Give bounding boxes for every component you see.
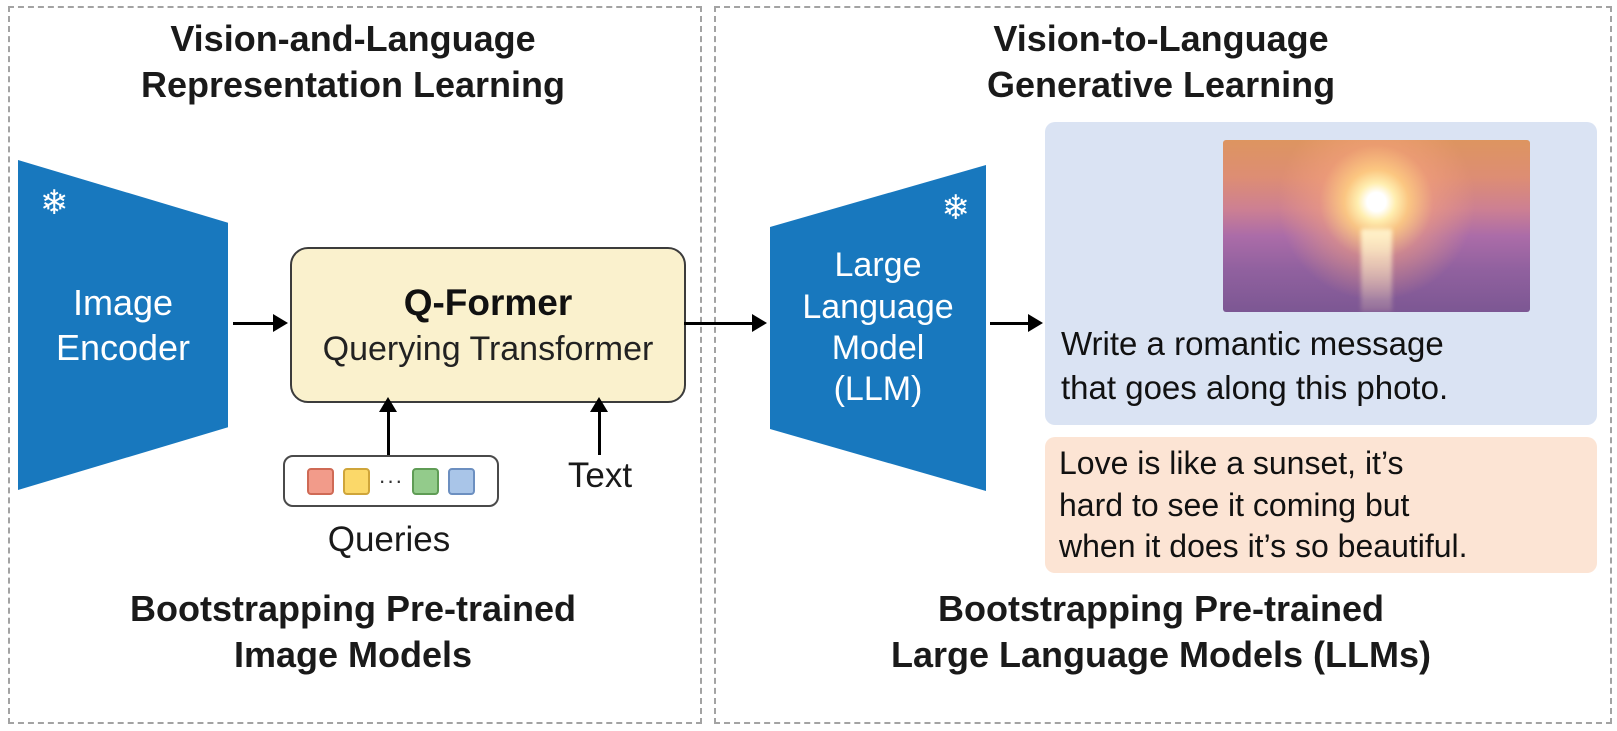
frozen-snowflake-icon: ❄: [40, 184, 69, 222]
sunset-photo: [1223, 140, 1530, 312]
queries-label: Queries: [327, 520, 451, 559]
left-footer-line2: Image Models: [233, 634, 473, 676]
image-encoder-label-line1: Image: [72, 282, 174, 323]
left-footer-line1: Bootstrapping Pre-trained: [129, 588, 577, 629]
qformer-subtitle: Querying Transformer: [322, 329, 654, 368]
image-encoder-label-line2: Encoder: [55, 327, 191, 368]
query-token-green: [412, 467, 440, 495]
prompt-message-box: Write a romantic message that goes along…: [1045, 122, 1597, 425]
frozen-snowflake-icon: ❄: [941, 189, 971, 227]
query-token-blue: [448, 467, 476, 495]
right-footer-line1: Bootstrapping Pre-trained: [937, 588, 1385, 629]
sun-reflection: [1361, 229, 1392, 312]
arrow-qformer-to-llm: [684, 314, 767, 332]
text-input-label: Text: [567, 456, 633, 495]
right-title-line1: Vision-to-Language: [993, 18, 1329, 59]
query-token-yellow: [342, 467, 370, 495]
llm-label: Large Language Model (LLM): [802, 245, 953, 411]
right-footer-line2: Large Language Models (LLMs): [890, 634, 1432, 676]
llm-label-line2: Language: [802, 287, 954, 326]
left-panel-title: Vision-and-Language Representation Learn…: [8, 16, 698, 108]
response-message-box: Love is like a sunset, it’s hard to see …: [1045, 437, 1597, 573]
image-encoder-block: ❄ Image Encoder: [18, 160, 228, 490]
llm-block: ❄ Large Language Model (LLM): [770, 165, 986, 491]
query-tokens: ···: [283, 455, 499, 507]
left-panel-footer: Bootstrapping Pre-trained Image Models: [8, 586, 698, 678]
query-token-red: [306, 467, 334, 495]
arrow-queries-to-qformer: [379, 397, 397, 455]
llm-label-line3: Model: [831, 329, 925, 367]
prompt-text: Write a romantic message that goes along…: [1061, 322, 1448, 409]
arrow-llm-to-output: [990, 314, 1043, 332]
response-line2: hard to see it coming but: [1059, 486, 1410, 523]
prompt-line2: that goes along this photo.: [1061, 368, 1449, 406]
right-title-line2: Generative Learning: [986, 64, 1336, 106]
qformer-title: Q-Former: [403, 281, 573, 323]
response-line1: Love is like a sunset, it’s: [1059, 445, 1404, 481]
left-title-line1: Vision-and-Language: [170, 18, 536, 59]
arrow-text-to-qformer: [590, 397, 608, 455]
qformer-block: Q-Former Querying Transformer: [290, 247, 686, 403]
query-ellipsis: ···: [378, 468, 404, 493]
response-line3: when it does it’s so beautiful.: [1059, 528, 1468, 565]
right-panel-title: Vision-to-Language Generative Learning: [714, 16, 1608, 108]
llm-label-line1: Large: [834, 246, 922, 285]
arrow-encoder-to-qformer: [233, 314, 288, 332]
left-title-line2: Representation Learning: [140, 64, 566, 106]
llm-label-line4: (LLM): [833, 370, 923, 409]
image-encoder-label: Image Encoder: [56, 280, 190, 370]
prompt-line1: Write a romantic message: [1061, 325, 1444, 362]
response-text: Love is like a sunset, it’s hard to see …: [1059, 443, 1583, 568]
right-panel-footer: Bootstrapping Pre-trained Large Language…: [714, 586, 1608, 678]
